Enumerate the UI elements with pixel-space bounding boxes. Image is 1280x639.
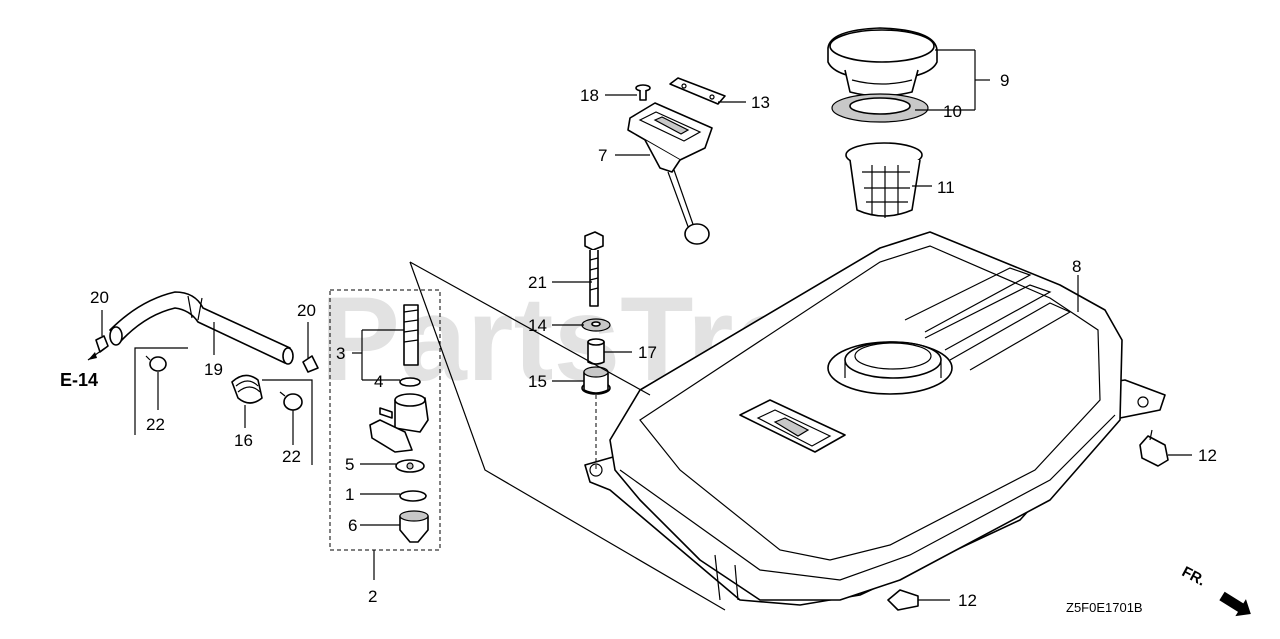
callout-13[interactable]: 13 [751, 93, 770, 112]
screw-18[interactable] [635, 84, 651, 101]
clip-20-right[interactable] [302, 355, 319, 373]
callout-18[interactable]: 18 [580, 86, 599, 105]
clip-12-bottom[interactable] [887, 589, 919, 611]
fuel-strainer[interactable] [845, 142, 923, 218]
callout-19[interactable]: 19 [204, 360, 223, 379]
collar-17[interactable] [587, 338, 605, 365]
callout-11[interactable]: 11 [937, 178, 955, 197]
callout-4[interactable]: 4 [374, 372, 383, 391]
fuel-cap[interactable] [827, 27, 938, 97]
callout-22-right[interactable]: 22 [282, 447, 301, 466]
cap-gasket[interactable] [831, 93, 929, 123]
bolt-21[interactable] [584, 231, 604, 307]
callout-20-left[interactable]: 20 [90, 288, 109, 307]
leader-lines [101, 49, 1192, 601]
reference-arrow [87, 347, 106, 361]
callout-10[interactable]: 10 [943, 102, 962, 121]
callout-15[interactable]: 15 [528, 372, 547, 391]
callout-22-left[interactable]: 22 [146, 415, 165, 434]
reference-label[interactable]: E-14 [60, 370, 98, 390]
callout-9[interactable]: 9 [1000, 71, 1009, 90]
callout-8[interactable]: 8 [1072, 257, 1081, 276]
grommet-15[interactable] [581, 366, 611, 470]
fuel-gauge[interactable] [627, 102, 713, 245]
clamp-22-left[interactable] [145, 355, 167, 372]
callout-17[interactable]: 17 [638, 343, 657, 362]
callout-20-right[interactable]: 20 [297, 301, 316, 320]
bracket-right [262, 379, 313, 465]
callout-12-bottom[interactable]: 12 [958, 591, 977, 610]
callout-21[interactable]: 21 [528, 273, 547, 292]
fuel-cock-assembly[interactable] [329, 261, 726, 611]
clip-12-right[interactable] [1139, 429, 1169, 467]
callout-12-right[interactable]: 12 [1198, 446, 1217, 465]
callout-3[interactable]: 3 [336, 344, 345, 363]
diagram-code: Z5F0E1701B [1066, 600, 1143, 615]
callout-7[interactable]: 7 [598, 146, 607, 165]
callout-6[interactable]: 6 [348, 516, 357, 535]
callout-16[interactable]: 16 [234, 431, 253, 450]
callout-5[interactable]: 5 [345, 455, 354, 474]
grommet-16[interactable] [231, 374, 263, 404]
front-arrow-icon [1219, 591, 1251, 617]
plate-13[interactable] [669, 77, 726, 105]
bracket-left [134, 347, 188, 435]
fuel-tank[interactable] [584, 231, 1166, 606]
direction-label: FR. [1179, 563, 1208, 589]
callout-2[interactable]: 2 [368, 587, 377, 606]
callout-14[interactable]: 14 [528, 316, 547, 335]
washer-14[interactable] [581, 318, 611, 332]
clamp-22-right[interactable] [279, 391, 303, 411]
callout-1[interactable]: 1 [345, 485, 354, 504]
fuel-tube[interactable] [109, 291, 294, 365]
